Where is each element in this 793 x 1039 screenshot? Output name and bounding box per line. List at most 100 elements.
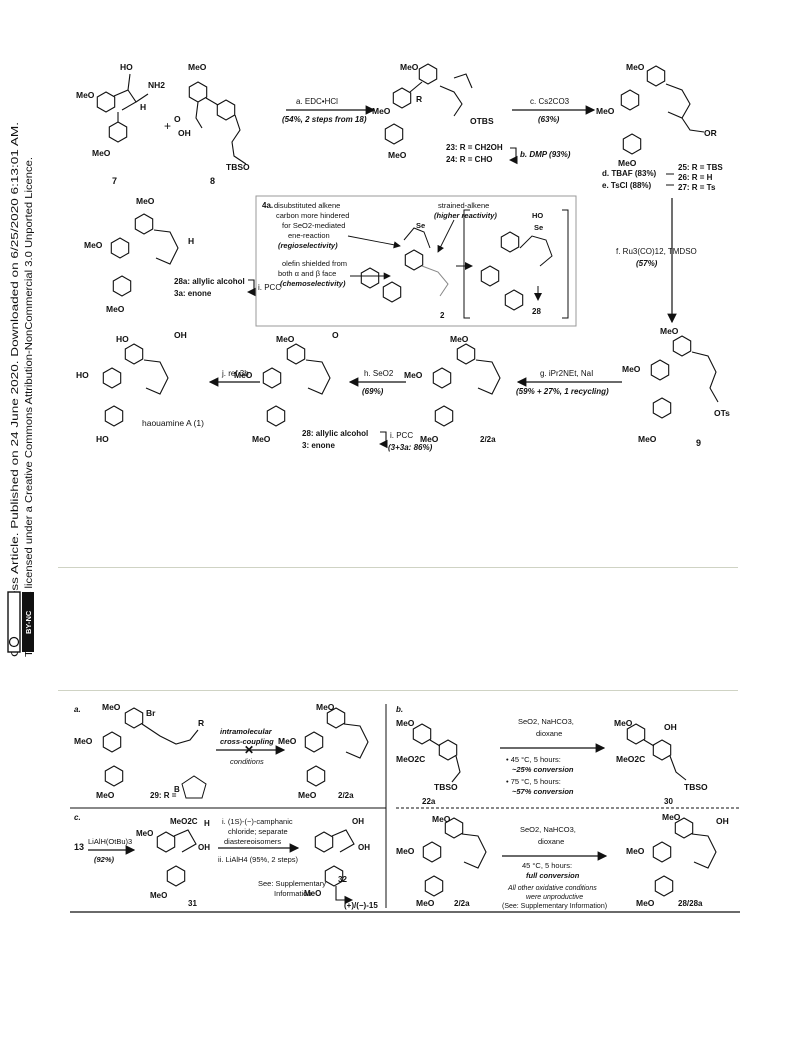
label-MeO-2b: MeO [404,370,423,380]
final-product-label: haouamine A (1) [142,418,204,428]
pinacol-boronate [181,775,207,799]
inset-compound-2: 2 [440,311,445,320]
panel-b-reagent-2: dioxane [536,729,562,738]
label-MeO-28a-a: MeO [136,196,155,206]
label-MeO-29a: MeO [102,702,121,712]
inset-note-10: (chemoselectivity) [280,279,346,288]
panel-c-final: (+)/(−)-15 [344,901,378,910]
license-sidebar: Open Access Article. Published on 24 Jun… [10,122,35,657]
label-MeO-29c: MeO [96,790,115,800]
structure-30 [626,723,687,781]
step-c-reagent: c. Cs2CO3 [530,97,570,106]
label-MeO-7b: MeO [92,148,111,158]
label-MeO-23b: MeO [372,106,391,116]
label-MeO-9c: MeO [638,434,657,444]
inset-note-4: ene-reaction [288,231,330,240]
inset-note-9: both α and β face [278,269,336,278]
structure-23-24 [384,63,473,145]
inset-note-8: olefin shielded from [282,259,347,268]
label-OH-8: OH [178,128,191,138]
divider-top [58,567,738,568]
cc-license-badge[interactable]: BY-NC [6,590,36,654]
structure-28-3 [262,343,331,427]
structure-28-28a [652,817,717,897]
label-MeO-23c: MeO [388,150,407,160]
arrow-step-i [378,431,388,449]
inset-note-2: carbon more hindered [276,211,349,220]
label-MeO-22a: MeO [396,718,415,728]
label-MeO-b2b: MeO [396,846,415,856]
step-j-reagent: j. ref 3b [221,369,249,378]
panel-c-sm: 13 [74,842,84,852]
panel-b2-note-1: All other oxidative conditions [507,885,597,892]
arrow-step-b [508,147,518,165]
label-OR-25: OR [704,128,717,138]
compound-25: 25: R = TBS [678,163,723,172]
label-OH-28: OH [716,816,729,826]
step-g-reagent: g. iPr2NEt, NaI [540,369,593,378]
label-NH2-7: NH2 [148,80,165,90]
label-MeO-25c: MeO [618,158,637,168]
step-h-reagent: h. SeO2 [364,369,394,378]
plus-sign: + [164,119,171,133]
label-MeO2C-22a: MeO2C [396,754,425,764]
label-OTs-9: OTs [714,408,730,418]
panel-b2-note-2: were unproductive [526,894,583,901]
compound-3-label: 3: enone [302,441,335,450]
step-d-reagent: d. TBAF (83%) [602,169,657,178]
inset-note-6: strained-alkene [438,201,489,210]
label-OH-32a: OH [352,817,364,826]
inset-note-1: disubstituted alkene [274,201,340,210]
panel-b2-cond: 45 °C, 5 hours: [522,861,572,870]
label-MeO-2c: MeO [420,434,439,444]
structure-8 [188,81,247,165]
label-MeO-3c: MeO [252,434,271,444]
panel-b-conv-1: ~25% conversion [512,765,574,774]
label-OH-30: OH [664,722,677,732]
label-B-29: B [174,785,180,794]
label-MeO-b2c: MeO [416,898,435,908]
label-OH-1: OH [174,330,187,340]
panel-c-int: 31 [188,899,197,908]
label-MeO2C-30: MeO2C [616,754,645,764]
arrow-panel-c-3 [335,886,354,905]
label-MeO-30: MeO [614,718,633,728]
label-MeO-3a: MeO [276,334,295,344]
panel-c-yield: (92%) [94,855,115,864]
label-H-31: H [204,819,210,828]
label-MeO-pa3: MeO [298,790,317,800]
panel-b-conv-2: ~57% conversion [512,787,574,796]
label-R-23: R [416,94,422,104]
panel-c-tag: c. [74,813,81,822]
scheme-2: a. MeO Br MeO R MeO 29: R = B intramolec… [70,702,740,913]
panel-c-step1a: i. (1S)-(−)-camphanic [222,817,293,826]
label-MeO-28b: MeO [626,846,645,856]
label-MeO-2a: MeO [450,334,469,344]
step-a-reagent: a. EDC•HCl [296,97,338,106]
cc-icon [8,636,20,648]
structure-haouamine-A [102,343,169,427]
compound-28a: 28a: allylic alcohol [174,277,245,286]
structure-29 [102,707,199,787]
label-TBSO-8: TBSO [226,162,250,172]
structure-25-27 [620,65,705,155]
compound-9: 9 [696,438,701,448]
label-TBSO-22a: TBSO [434,782,458,792]
label-MeO-8: MeO [188,62,207,72]
step-a-yield: (54%, 2 steps from 18) [282,115,367,124]
license-line-2: This article is licensed under a Creativ… [24,157,35,657]
panel-b2-conv: full conversion [526,871,580,880]
label-HO-1c: HO [96,434,109,444]
step-g-yield: (59% + 27%, 1 recycling) [516,387,609,396]
arrow-step-i-left [246,279,256,297]
label-MeO-28a-c: MeO [106,304,125,314]
panel-b-tag: b. [396,705,403,714]
compound-24: 24: R = CHO [446,155,492,164]
panel-c-step1b: chloride; separate [228,827,288,836]
panel-b2-reagent-2: dioxane [538,837,564,846]
panel-b-cond-2: • 75 °C, 5 hours: [506,777,561,786]
panel-a-arrow-bottom: conditions [230,757,264,766]
step-f-yield: (57%) [636,259,658,268]
panel-a-arrow-top-1: intramolecular [220,727,273,736]
step-h-yield: (69%) [362,387,384,396]
